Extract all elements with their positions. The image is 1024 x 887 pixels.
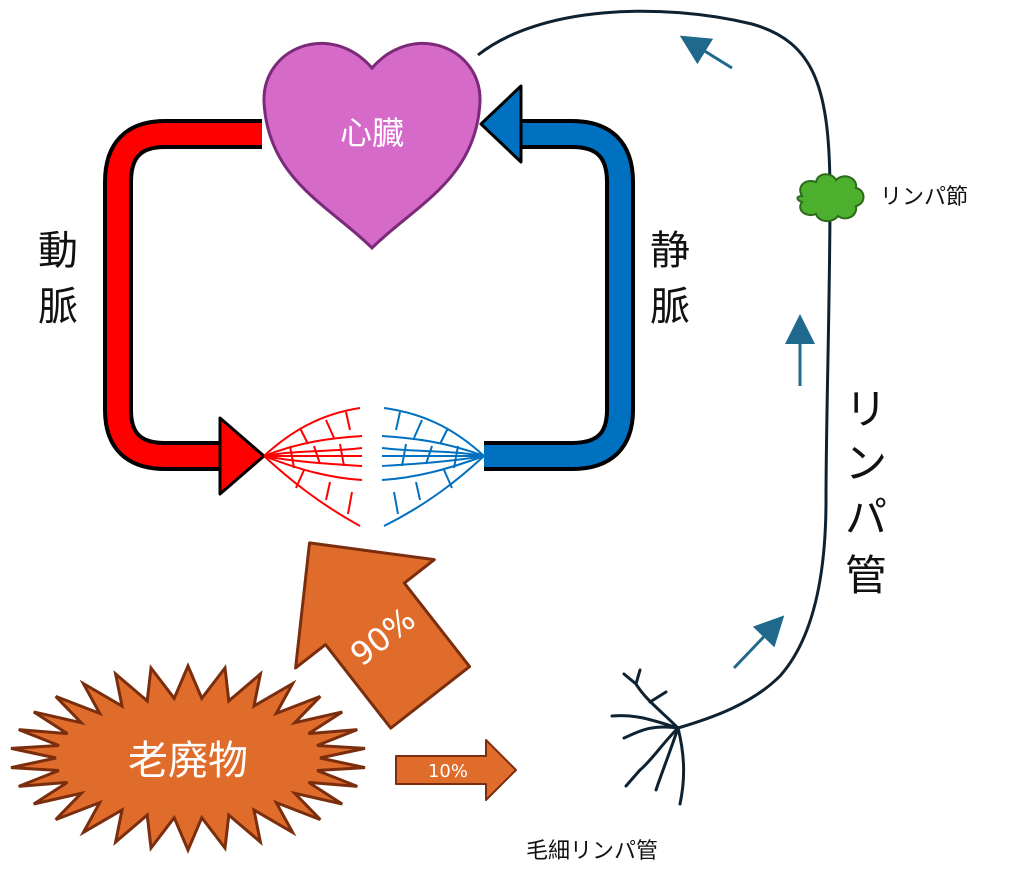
vein-label-1: 静 — [650, 228, 690, 274]
arrow-10-percent: 10% — [395, 739, 517, 801]
waste-label: 老廃物 — [128, 738, 248, 784]
heart: 心臓 — [262, 41, 482, 251]
lymph-vessel-label-1: リ — [845, 385, 887, 434]
vein-label-2: 脈 — [650, 284, 690, 330]
lymph-node — [796, 173, 865, 222]
lymph-vessel-label-4: 管 — [845, 551, 887, 600]
heart-label: 心臓 — [340, 114, 404, 152]
lymph-vessel-label-3: パ — [845, 493, 887, 542]
artery-label-1: 動 — [38, 228, 78, 274]
arrow-90-percent: 90% — [294, 541, 472, 730]
lymph-flow-arrows — [679, 35, 815, 670]
artery-arrow — [103, 119, 266, 496]
lymph-vessel-label-2: ン — [845, 439, 887, 488]
waste-burst: 老廃物 — [10, 662, 366, 854]
lymph-capillary-label: 毛細リンパ管 — [526, 839, 658, 864]
flow-arrow-bottom — [732, 615, 785, 670]
vein-arrow — [479, 84, 635, 471]
lymph-capillary-roots — [610, 668, 686, 806]
lymph-node-label: リンパ節 — [880, 185, 968, 210]
arterial-capillaries — [263, 407, 363, 527]
lymph-vessel-line — [477, 9, 832, 730]
arrow-10-label: 10% — [428, 761, 468, 782]
venous-capillaries — [381, 407, 485, 527]
artery-label-2: 脈 — [38, 284, 78, 330]
flow-arrow-top — [679, 35, 733, 70]
